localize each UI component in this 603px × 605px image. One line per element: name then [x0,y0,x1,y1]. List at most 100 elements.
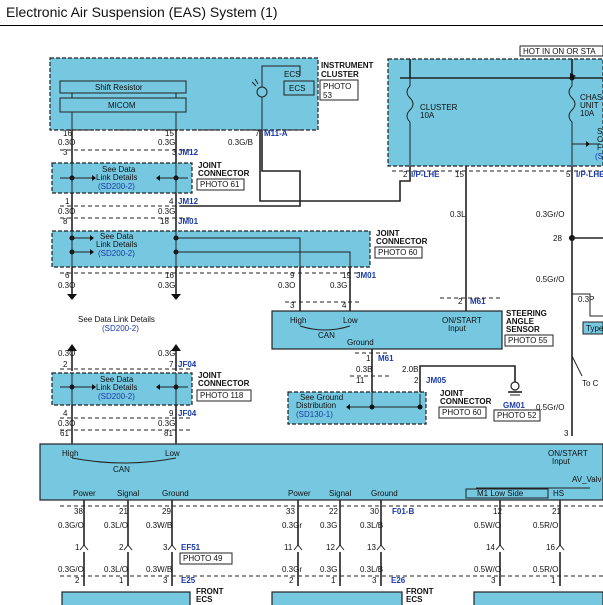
front-ecs-sensor-right [271,591,403,605]
svg-text:0.3O: 0.3O [58,281,75,290]
svg-text:1: 1 [331,576,336,585]
svg-text:12: 12 [493,507,502,516]
svg-text:See Data: See Data [100,232,134,241]
svg-text:3: 3 [372,576,377,585]
svg-text:61: 61 [60,429,69,438]
svg-text:ON/START: ON/START [442,316,482,325]
jm01-connector-a: JM01 [178,217,199,226]
svg-text:Distribution: Distribution [296,401,336,410]
jf04-connector-a: JF04 [178,360,197,369]
svg-text:AV_Valv: AV_Valv [572,475,602,484]
gm01-photo: PHOTO 52 [497,411,537,420]
jf04-photo: PHOTO 118 [200,391,244,400]
svg-text:0.3Gr/O: 0.3Gr/O [536,210,564,219]
i-p-lhe-connector-a: I/P-LHE [411,170,440,179]
svg-text:Input: Input [448,324,467,333]
av-valve-block [473,591,603,605]
svg-text:2: 2 [75,576,80,585]
e26-connector: E26 [391,576,406,585]
svg-text:16: 16 [546,543,555,552]
svg-text:3: 3 [491,576,496,585]
svg-text:HS: HS [553,489,564,498]
svg-text:11: 11 [284,543,293,552]
svg-text:0.3P: 0.3P [578,295,594,304]
svg-text:0.3G: 0.3G [158,349,175,358]
svg-text:0.3G: 0.3G [158,138,175,147]
svg-text:2: 2 [63,360,68,369]
svg-text:3: 3 [172,148,177,157]
jm12-connector-a: JM12 [178,148,199,157]
m11a-connector: M11-A [264,129,288,138]
ecs-indicator-box [283,80,315,96]
svg-text:0.3G/B: 0.3G/B [228,138,253,147]
svg-text:13: 13 [367,543,376,552]
jm05-joint-connector [287,391,427,425]
svg-text:CAN: CAN [113,465,130,474]
svg-text:9: 9 [290,271,295,280]
svg-text:Ground: Ground [347,338,374,347]
svg-text:Ground: Ground [371,489,398,498]
svg-text:To C: To C [582,379,599,388]
svg-text:6: 6 [65,271,70,280]
svg-text:CONNECTOR: CONNECTOR [376,237,428,246]
svg-text:ANGLE: ANGLE [506,317,535,326]
svg-text:ECS: ECS [406,595,423,604]
svg-text:0.5R/O: 0.5R/O [533,521,558,530]
svg-text:Ground: Ground [162,489,189,498]
svg-text:M1 Low Side: M1 Low Side [477,489,524,498]
svg-text:0.5W/O: 0.5W/O [474,565,501,574]
svg-text:1: 1 [75,543,80,552]
svg-text:19: 19 [342,271,351,280]
svg-text:See Data: See Data [100,375,134,384]
svg-text:CAN: CAN [318,331,335,340]
svg-text:15: 15 [165,129,174,138]
svg-text:21: 21 [552,507,561,516]
svg-text:CHAS: CHAS [580,93,602,102]
svg-text:ECS: ECS [196,595,213,604]
svg-text:30: 30 [370,507,379,516]
svg-text:0.3G: 0.3G [330,281,347,290]
wiring-diagram: Shift Resistor MICOM ECS ECS INSTRUMENT … [39,45,603,605]
ecs-lamp-label: ECS [284,70,300,79]
svg-text:5: 5 [566,170,571,179]
jm12-connector-b: JM12 [178,197,199,206]
f01b-connector: F01-B [392,507,414,516]
svg-text:1: 1 [65,197,70,206]
svg-text:JOINT: JOINT [198,161,222,170]
svg-text:0.3L/B: 0.3L/B [360,521,383,530]
svg-text:0.3G: 0.3G [158,281,175,290]
svg-text:0.3G: 0.3G [320,565,337,574]
svg-text:UNIT: UNIT [580,101,599,110]
see-data-link-details: See Data Link Details [78,315,155,324]
svg-text:22: 22 [329,507,338,516]
title-bar: Electronic Air Suspension (EAS) System (… [0,0,603,26]
micom-box [59,97,187,113]
svg-text:81: 81 [164,429,173,438]
svg-text:JOINT: JOINT [198,371,222,380]
svg-text:14: 14 [486,543,495,552]
gm01-ground: GM01 [503,401,525,410]
jm01-photo: PHOTO 60 [378,248,418,257]
svg-text:3: 3 [163,543,168,552]
svg-text:2: 2 [119,543,124,552]
svg-text:0.5Gr/O: 0.5Gr/O [536,275,564,284]
svg-text:See Data: See Data [102,165,136,174]
svg-text:2: 2 [289,576,294,585]
instrument-cluster-photo-num: 53 [323,91,332,100]
i-p-lhe-connector-b: I/P-LHE [576,170,603,179]
shift-resistor-box [59,80,187,94]
svg-text:4: 4 [342,301,347,310]
svg-text:7: 7 [169,360,174,369]
svg-text:0.3L/B: 0.3L/B [360,565,383,574]
svg-text:3: 3 [564,429,569,438]
svg-text:SENSOR: SENSOR [506,325,540,334]
instrument-cluster-photo [319,79,359,101]
svg-text:0.3W/B: 0.3W/B [146,565,172,574]
svg-text:Link Details: Link Details [96,383,137,392]
svg-text:CONNECTOR: CONNECTOR [440,397,492,406]
svg-text:0.3G: 0.3G [158,207,175,216]
svg-text:29: 29 [162,507,171,516]
svg-text:12: 12 [326,543,335,552]
micom-label: MICOM [108,101,136,110]
svg-text:0.5W/O: 0.5W/O [474,521,501,530]
